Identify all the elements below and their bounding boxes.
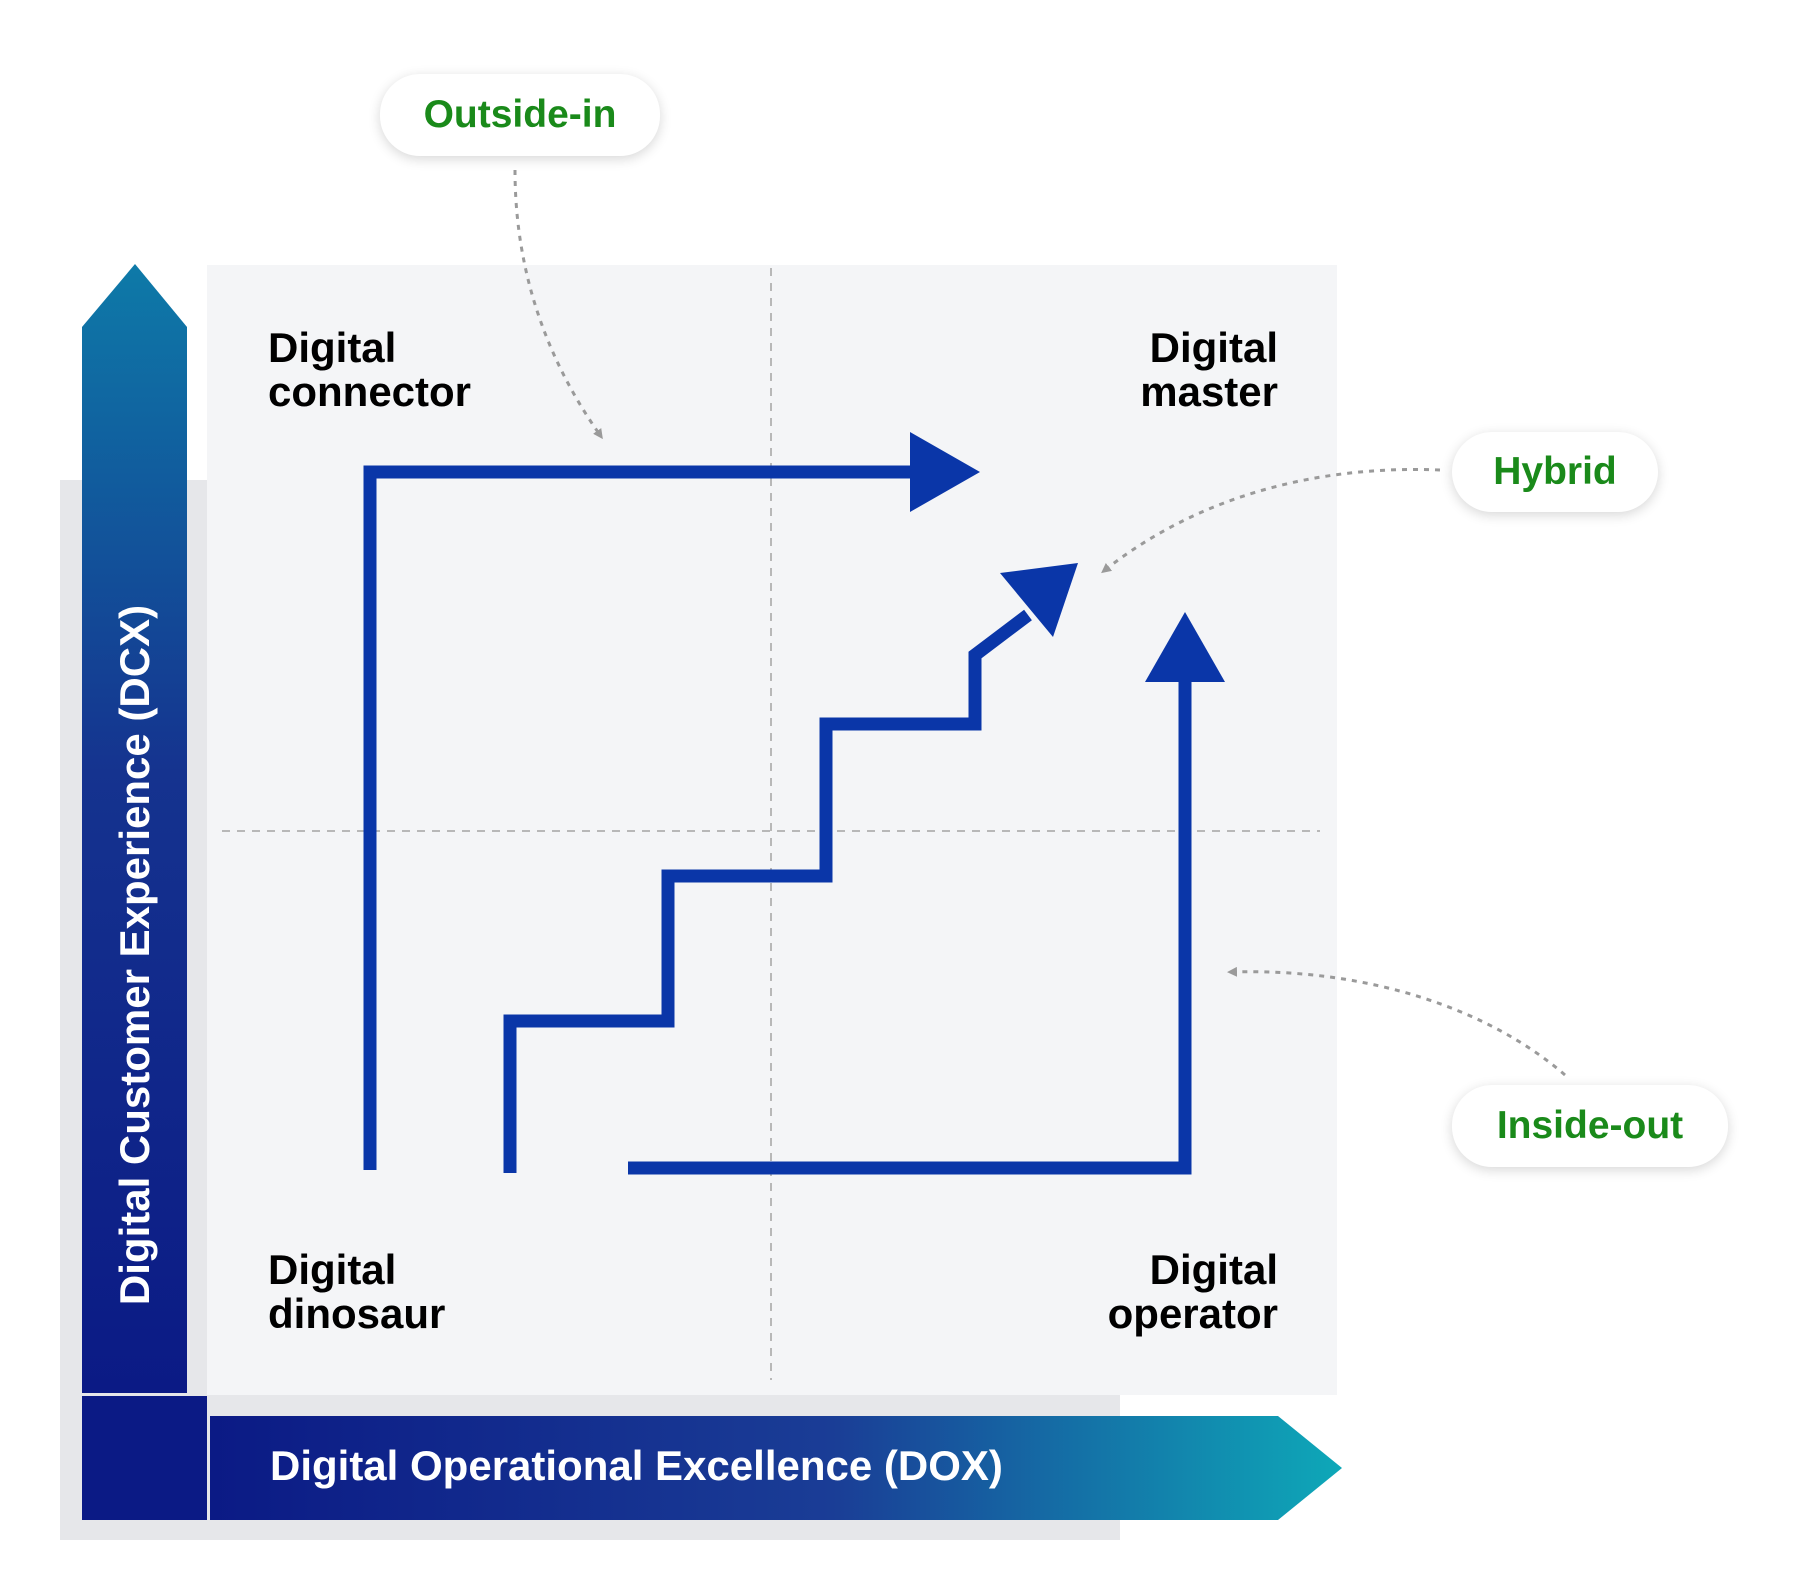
quadrant-label-digital-master: Digital master (1140, 324, 1278, 415)
quadrant-label-digital-operator: Digital operator (1107, 1246, 1278, 1337)
axis-corner-block (82, 1396, 207, 1520)
hybrid-path (503, 563, 1078, 1173)
callout-inside-out: Inside-out (1452, 1085, 1728, 1167)
y-axis-label: Digital Customer Experience (DCX) (111, 604, 158, 1306)
y-axis-arrow (82, 264, 187, 1393)
x-axis-arrow (210, 1416, 1342, 1520)
outside-in-path (363, 432, 980, 1170)
inside-out-path (628, 612, 1225, 1175)
outside-in-connector (513, 169, 603, 440)
hybrid-connector (1101, 468, 1441, 574)
quadrant-label-digital-connector: Digital connector (268, 324, 472, 415)
quadrant-label-digital-dinosaur: Digital dinosaur (268, 1246, 446, 1337)
x-axis-label: Digital Operational Excellence (DOX) (270, 1442, 1003, 1489)
callout-outside-in: Outside-in (380, 74, 660, 156)
callout-hybrid: Hybrid (1452, 432, 1658, 512)
